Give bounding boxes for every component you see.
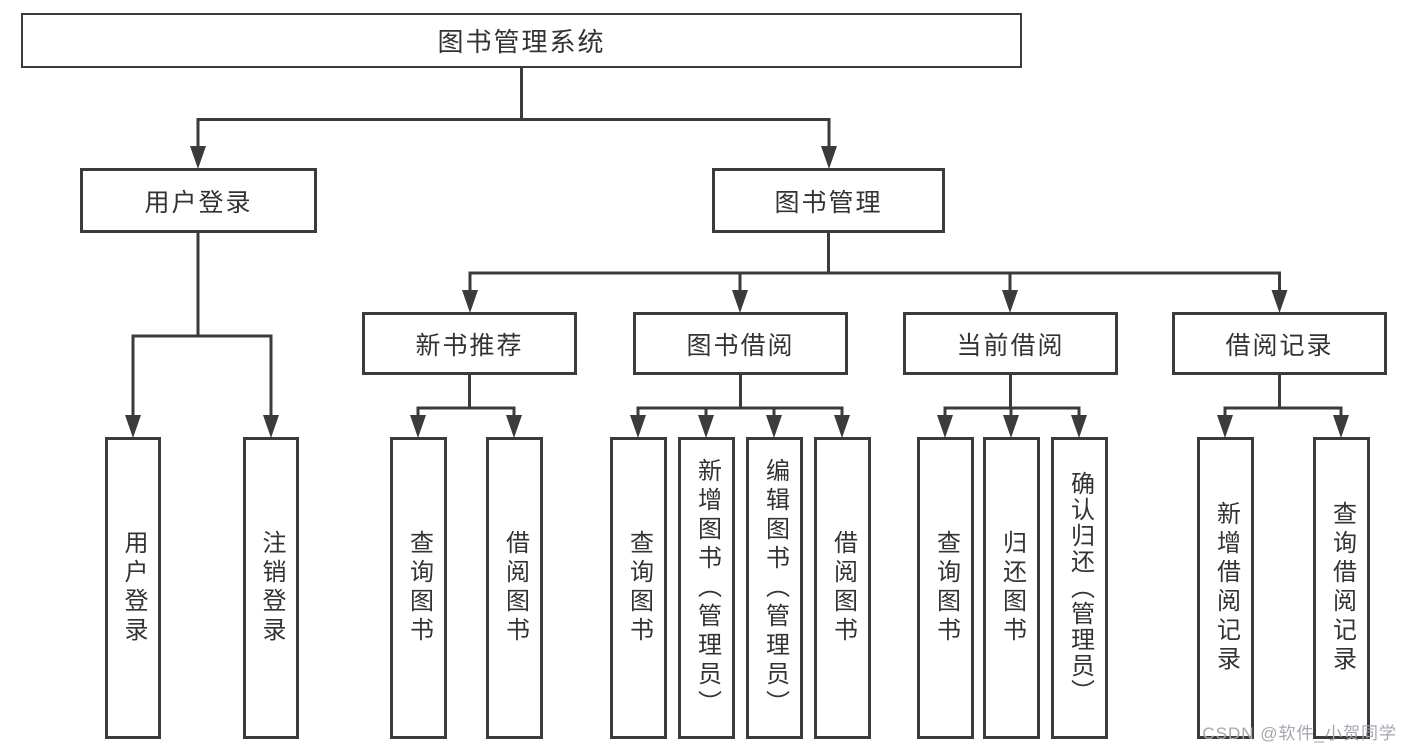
- node-book-management: 图书管理: [712, 168, 945, 233]
- leaf-add-book-admin: 新增图书（管理员）: [678, 437, 735, 739]
- node-label: 编辑图书（管理员）: [761, 457, 789, 719]
- node-user-login: 用户登录: [80, 168, 317, 233]
- node-library-management-system: 图书管理系统: [21, 13, 1022, 68]
- tree-edges: [131, 68, 1343, 422]
- node-label: 查询借阅记录: [1328, 501, 1356, 675]
- node-label: 图书借阅: [686, 331, 795, 360]
- node-book-borrowing: 图书借阅: [633, 312, 848, 375]
- node-label: 查询图书: [932, 530, 960, 646]
- arrowheads: [125, 146, 1349, 438]
- node-label: 新增图书（管理员）: [693, 457, 721, 719]
- node-label: 借阅图书: [501, 530, 529, 646]
- leaf-query-borrow-record: 查询借阅记录: [1313, 437, 1370, 739]
- leaf-add-borrow-record: 新增借阅记录: [1197, 437, 1254, 739]
- leaf-borrow-books: 借阅图书: [814, 437, 871, 739]
- node-label: 当前借阅: [956, 331, 1065, 360]
- node-label: 查询图书: [625, 530, 653, 646]
- node-label: 借阅记录: [1225, 331, 1334, 360]
- leaf-query-books-current: 查询图书: [917, 437, 974, 739]
- node-label: 用户登录: [120, 530, 147, 646]
- leaf-borrow-books-recommend: 借阅图书: [486, 437, 543, 739]
- node-label: 确认归还（管理员）: [1066, 471, 1094, 705]
- node-label: 新书推荐: [415, 331, 524, 360]
- leaf-user-login: 用户登录: [105, 437, 161, 739]
- leaf-logout: 注销登录: [243, 437, 299, 739]
- node-label: 用户登录: [144, 188, 253, 217]
- leaf-edit-book-admin: 编辑图书（管理员）: [746, 437, 803, 739]
- node-label: 查询图书: [405, 530, 433, 646]
- leaf-return-book: 归还图书: [983, 437, 1040, 739]
- node-label: 图书管理系统: [437, 27, 606, 57]
- node-new-book-recommend: 新书推荐: [362, 312, 577, 375]
- node-label: 归还图书: [998, 530, 1026, 646]
- node-label: 注销登录: [258, 530, 285, 646]
- leaf-confirm-return-admin: 确认归还（管理员）: [1051, 437, 1108, 739]
- node-current-borrowing: 当前借阅: [903, 312, 1118, 375]
- node-label: 新增借阅记录: [1212, 501, 1240, 675]
- node-borrowing-records: 借阅记录: [1172, 312, 1387, 375]
- leaf-query-books-recommend: 查询图书: [390, 437, 447, 739]
- leaf-query-books-borrow: 查询图书: [610, 437, 667, 739]
- csdn-watermark: CSDN @软件_小贺同学: [1202, 724, 1397, 743]
- node-label: 借阅图书: [829, 530, 857, 646]
- node-label: 图书管理: [774, 188, 883, 217]
